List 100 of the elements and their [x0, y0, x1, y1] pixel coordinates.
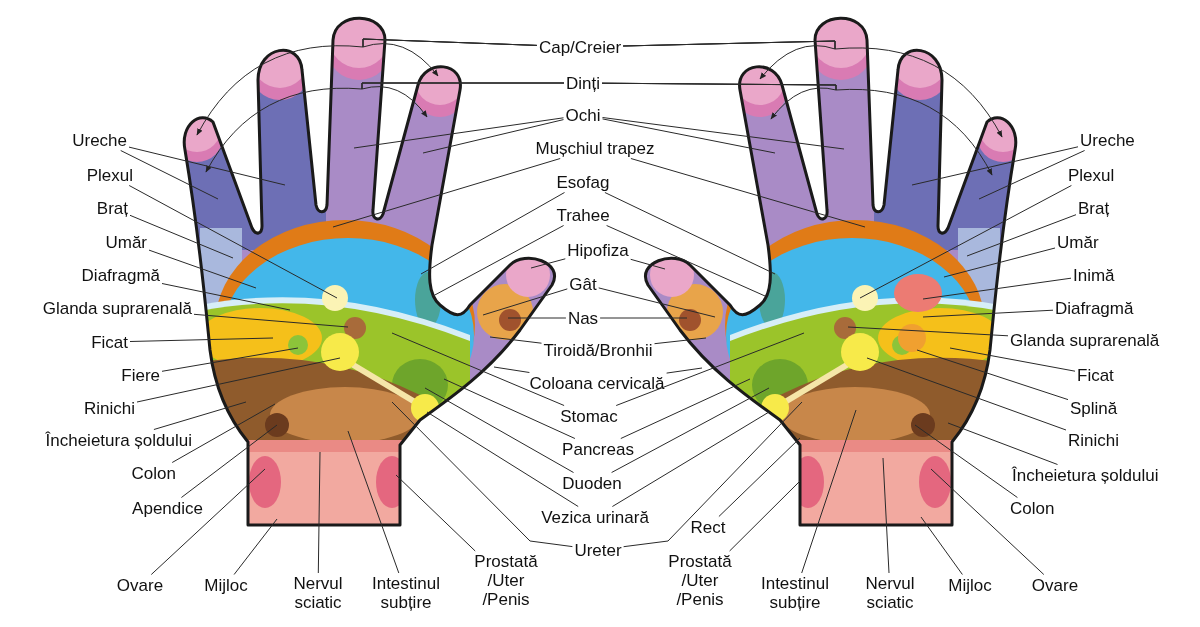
leader-line — [922, 277, 1072, 300]
part-label: Fiere — [121, 365, 160, 385]
leader-line — [150, 468, 266, 575]
part-label: Mijloc — [948, 575, 992, 595]
leader-line — [920, 516, 963, 575]
leader-line — [424, 387, 574, 473]
leader-line — [361, 82, 565, 90]
part-label: Încheietura șoldului — [1012, 465, 1159, 485]
part-label: Nas — [567, 308, 599, 328]
part-label: Dinți — [566, 73, 600, 93]
leader-line — [654, 337, 707, 345]
leader-line — [482, 288, 568, 316]
leader-line — [171, 403, 276, 463]
part-label: Pancreas — [562, 439, 634, 459]
leader-line — [193, 313, 349, 328]
part-label: Intestinul subțire — [755, 574, 835, 612]
leader-line — [489, 336, 542, 344]
leader-line — [353, 117, 564, 149]
part-label: Trahee — [556, 205, 610, 225]
leader-line — [916, 349, 1069, 401]
leader-line — [395, 474, 476, 552]
leader-line — [947, 422, 1058, 465]
leader-line — [966, 214, 1077, 257]
leader-line — [120, 150, 219, 200]
part-label: Ureter — [574, 540, 622, 560]
part-label: Apendice — [132, 498, 203, 518]
part-label: Glanda suprarenală — [1010, 330, 1160, 350]
part-label: Duoden — [562, 473, 622, 493]
part-label: Colon — [1010, 498, 1055, 518]
leader-line — [161, 347, 299, 372]
part-label: Ficat — [1077, 365, 1114, 385]
part-label: Splină — [1070, 398, 1118, 418]
part-label: Plexul — [86, 165, 133, 185]
part-label: Încheietura șoldului — [45, 430, 192, 450]
part-label: Tiroidă/Bronhii — [543, 340, 653, 360]
part-label: Ochi — [565, 105, 601, 125]
leader-line — [718, 437, 801, 517]
part-label: Ureche — [72, 130, 127, 150]
part-label: Rect — [690, 517, 726, 537]
part-label: Rinichi — [83, 398, 135, 418]
leader-line — [922, 309, 1054, 318]
leader-line — [978, 150, 1086, 200]
leader-line — [153, 401, 247, 430]
leader-line — [801, 409, 857, 574]
leader-line — [136, 357, 341, 403]
part-label: Intestinul subțire — [366, 574, 446, 612]
part-label: Umăr — [105, 232, 147, 252]
leader-line — [161, 283, 291, 311]
leader-line — [422, 119, 564, 154]
part-label: Ureche — [1080, 130, 1135, 150]
leader-line — [930, 468, 1045, 575]
part-label: Umăr — [1057, 232, 1099, 252]
leader-line — [615, 332, 805, 406]
leader-line — [911, 146, 1079, 186]
leader-line — [196, 38, 538, 136]
leader-line — [630, 258, 666, 270]
leader-line — [493, 366, 530, 373]
leader-line — [205, 82, 565, 173]
leader-line — [602, 118, 776, 154]
leader-line — [426, 411, 579, 507]
leader-line — [604, 192, 776, 275]
part-label: Stomac — [560, 406, 618, 426]
leader-line — [847, 326, 1009, 337]
part-label: Esofag — [556, 172, 610, 192]
leader-line — [729, 480, 801, 552]
leader-line — [599, 317, 688, 319]
part-label: Nervul sciatic — [860, 574, 920, 612]
part-label: Gât — [569, 274, 597, 294]
part-label: Plexul — [1068, 165, 1115, 185]
part-label: Vezica urinară — [541, 507, 649, 527]
leader-line — [611, 387, 770, 473]
part-label: Ficat — [91, 332, 128, 352]
leader-line — [391, 332, 565, 406]
part-label: Braț — [96, 198, 128, 218]
leader-line — [598, 287, 716, 318]
leader-line — [602, 117, 845, 150]
part-label: Prostată /Uter /Penis — [470, 552, 542, 609]
leader-line — [507, 317, 567, 319]
leader-line — [866, 357, 1067, 431]
leader-line — [432, 225, 565, 297]
leader-line — [601, 82, 993, 176]
part-label: Hipofiza — [567, 240, 629, 260]
part-label: Prostată /Uter /Penis — [664, 552, 736, 609]
part-label: Glanda suprarenală — [42, 298, 192, 318]
part-label: Diafragmă — [81, 265, 160, 285]
leader-line — [391, 401, 573, 548]
leader-line — [606, 225, 766, 297]
part-label: Rinichi — [1068, 430, 1120, 450]
part-label: Mijloc — [204, 575, 248, 595]
leader-line — [666, 367, 703, 374]
leader-line — [622, 40, 836, 50]
part-label: Coloana cervicală — [529, 373, 665, 393]
leader-line — [420, 192, 565, 275]
leader-line — [148, 249, 257, 289]
leader-line — [611, 411, 770, 507]
part-label: Inimă — [1073, 265, 1115, 285]
leader-line — [943, 247, 1056, 278]
part-label: Mușchiul trapez — [535, 138, 655, 158]
leader-line — [128, 146, 286, 186]
leader-line — [129, 214, 234, 259]
